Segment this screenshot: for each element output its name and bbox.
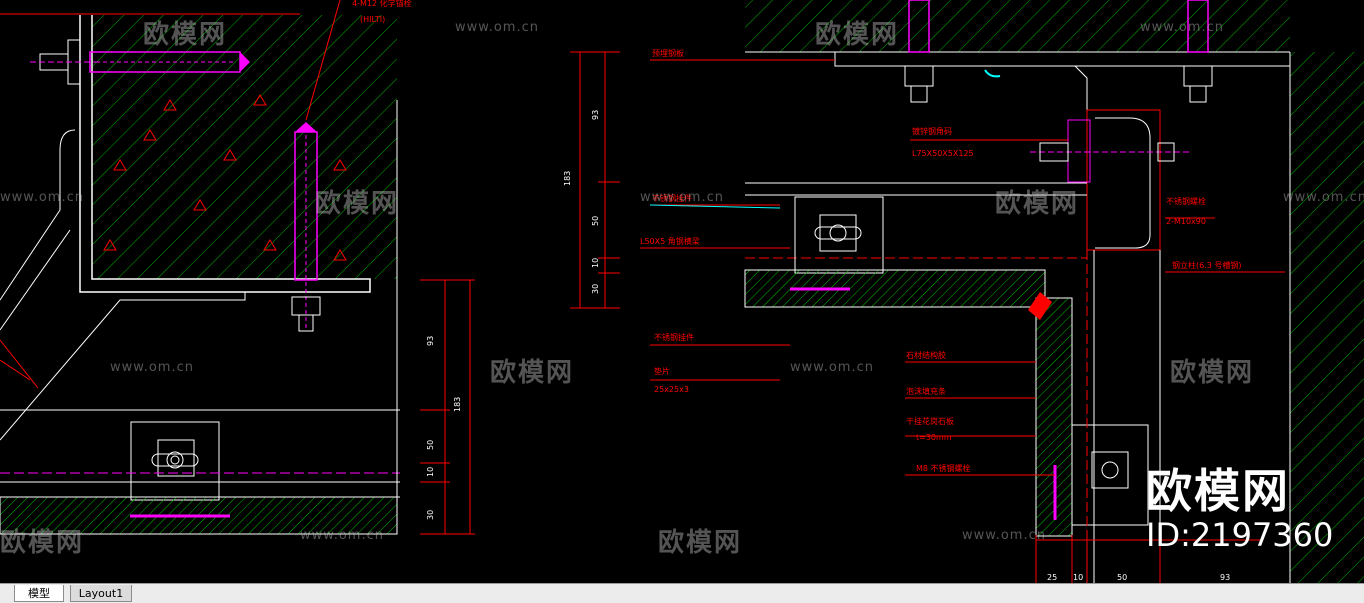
dim-bottom-25: 25 xyxy=(1047,573,1057,582)
label-foam-rod: 泡沫填充条 xyxy=(906,386,946,396)
dim-mid-30: 30 xyxy=(591,284,600,294)
dim-mid-93: 93 xyxy=(591,110,600,120)
dim-mid-50: 50 xyxy=(591,216,600,226)
label-ss-pendant: 不锈钢挂件 xyxy=(654,332,694,342)
brand-name: 欧模网 xyxy=(1146,464,1290,518)
dim-left-50: 50 xyxy=(426,440,435,450)
dim-bottom-10: 10 xyxy=(1073,573,1083,582)
label-keel-a: 不锈钢挂件 xyxy=(652,193,692,203)
left-detail xyxy=(0,0,475,535)
right-detail xyxy=(640,0,1364,583)
label-bracket-spec: L75X50X5X125 xyxy=(912,149,974,158)
middle-dimensions xyxy=(570,51,620,309)
dim-bottom-50: 50 xyxy=(1117,573,1127,582)
label-dry-stone: 干挂花岗石板 xyxy=(906,416,954,426)
brand-id: ID:2197360 xyxy=(1146,516,1334,554)
label-l50-angle: L50X5 角钢横梁 xyxy=(640,236,700,246)
label-stone-glue: 石材结构胶 xyxy=(906,350,946,360)
dim-mid-10: 10 xyxy=(591,258,600,268)
layout-tab-bar: 模型 Layout1 xyxy=(0,583,1364,603)
label-embed-plate: 预埋钢板 xyxy=(652,48,684,58)
dim-left-183: 183 xyxy=(453,397,462,412)
dim-bottom-93: 93 xyxy=(1220,573,1230,582)
label-hilti: (HILTI) xyxy=(360,15,385,24)
label-anchor-bolt: 4-M12 化学锚栓 xyxy=(352,0,412,8)
dim-mid-183: 183 xyxy=(563,171,572,186)
label-m8-bolt: M8 不锈钢螺栓 xyxy=(916,463,971,473)
label-ss-bolt: 不锈钢螺栓 xyxy=(1166,196,1206,206)
brand-stamp: 欧模网 ID:2197360 xyxy=(1146,465,1333,553)
label-gasket-spec: 25x25x3 xyxy=(654,385,689,394)
label-bracket-angle: 镀锌钢角码 xyxy=(912,126,952,136)
label-gasket: 垫片 xyxy=(654,366,670,376)
tab-layout1[interactable]: Layout1 xyxy=(70,585,132,602)
tab-model[interactable]: 模型 xyxy=(14,585,64,602)
embed-plate-outline xyxy=(79,15,371,293)
dim-left-30: 30 xyxy=(426,510,435,520)
cad-drawing-canvas[interactable]: 4-M12 化学锚栓 (HILTI) 预埋钢板 镀锌钢角码 L75X50X5X1… xyxy=(0,0,1364,583)
label-stone-thick: t=30mm xyxy=(916,433,952,442)
label-ss-bolt-spec: 2-M10x90 xyxy=(1166,217,1206,226)
dim-left-93: 93 xyxy=(426,336,435,346)
label-steel-post: 钢立柱(6.3 号槽钢) xyxy=(1172,260,1242,270)
concrete-wall-hatch xyxy=(92,15,397,279)
dim-left-10: 10 xyxy=(426,467,435,477)
